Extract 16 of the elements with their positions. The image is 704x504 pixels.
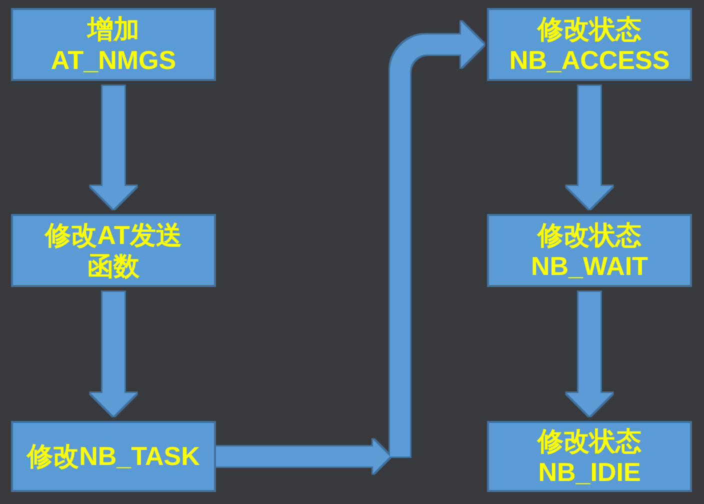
step-label: 修改状态NB_ACCESS <box>508 14 671 76</box>
arrow <box>90 86 136 209</box>
process-box <box>487 214 692 287</box>
arrow <box>90 292 136 416</box>
process-box <box>487 421 692 492</box>
step-label: 修改状态NB_IDIE <box>536 426 642 488</box>
arrow <box>566 86 612 209</box>
process-box <box>11 8 216 81</box>
step-label: 修改NB_TASK <box>27 441 200 472</box>
process-box <box>11 214 216 287</box>
step-label: 修改状态NB_WAIT <box>530 220 649 282</box>
step-label: 增加AT_NMGS <box>50 14 178 76</box>
process-box <box>487 8 692 81</box>
step-label: 修改AT发送函数 <box>43 220 183 282</box>
arrow <box>566 292 612 416</box>
process-box <box>11 421 216 492</box>
